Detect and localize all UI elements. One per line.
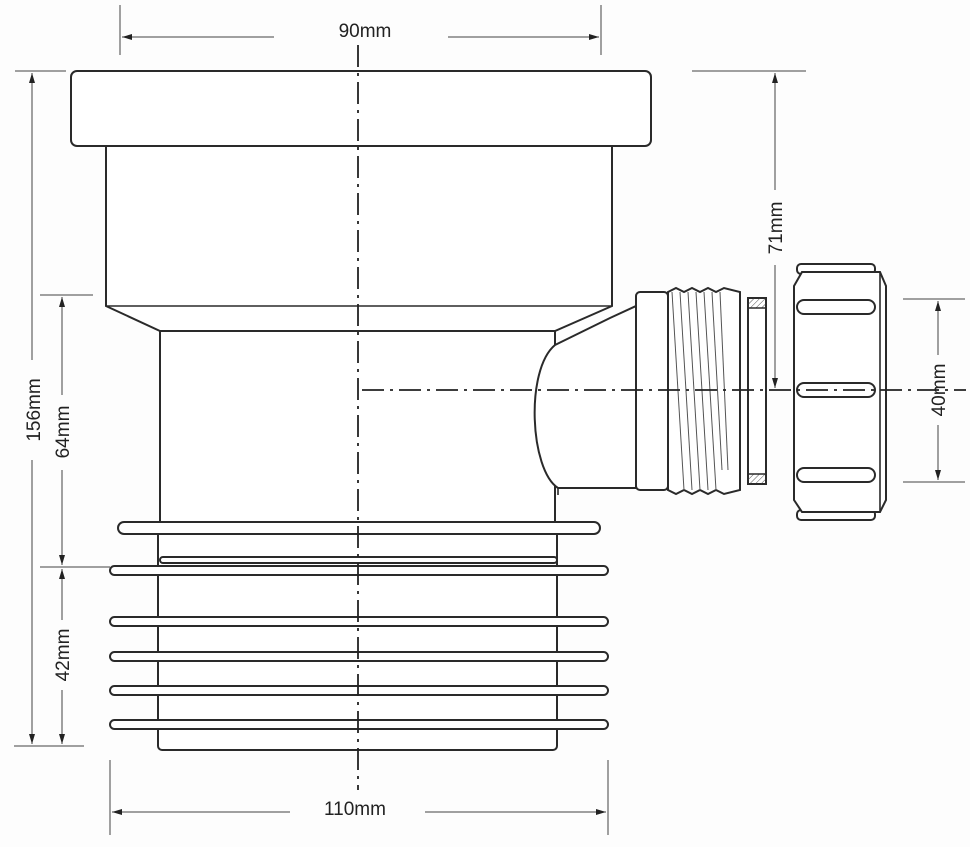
dim-top-width: 90mm (339, 21, 392, 42)
washer (747, 297, 767, 485)
dim-middle-height: 64mm (53, 406, 74, 459)
side-outlet (533, 263, 887, 521)
dimension-lines (14, 5, 965, 835)
dim-bottom-height: 42mm (53, 629, 74, 682)
upper-sleeve (105, 145, 613, 332)
dim-outlet-height: 71mm (766, 202, 787, 255)
top-flange (70, 70, 652, 147)
compression-nut (793, 263, 887, 521)
dim-outlet-diameter: 40mm (929, 364, 950, 417)
dim-bottom-width: 110mm (324, 799, 386, 820)
dim-total-height: 156mm (24, 378, 45, 441)
sealing-fins (109, 521, 609, 730)
